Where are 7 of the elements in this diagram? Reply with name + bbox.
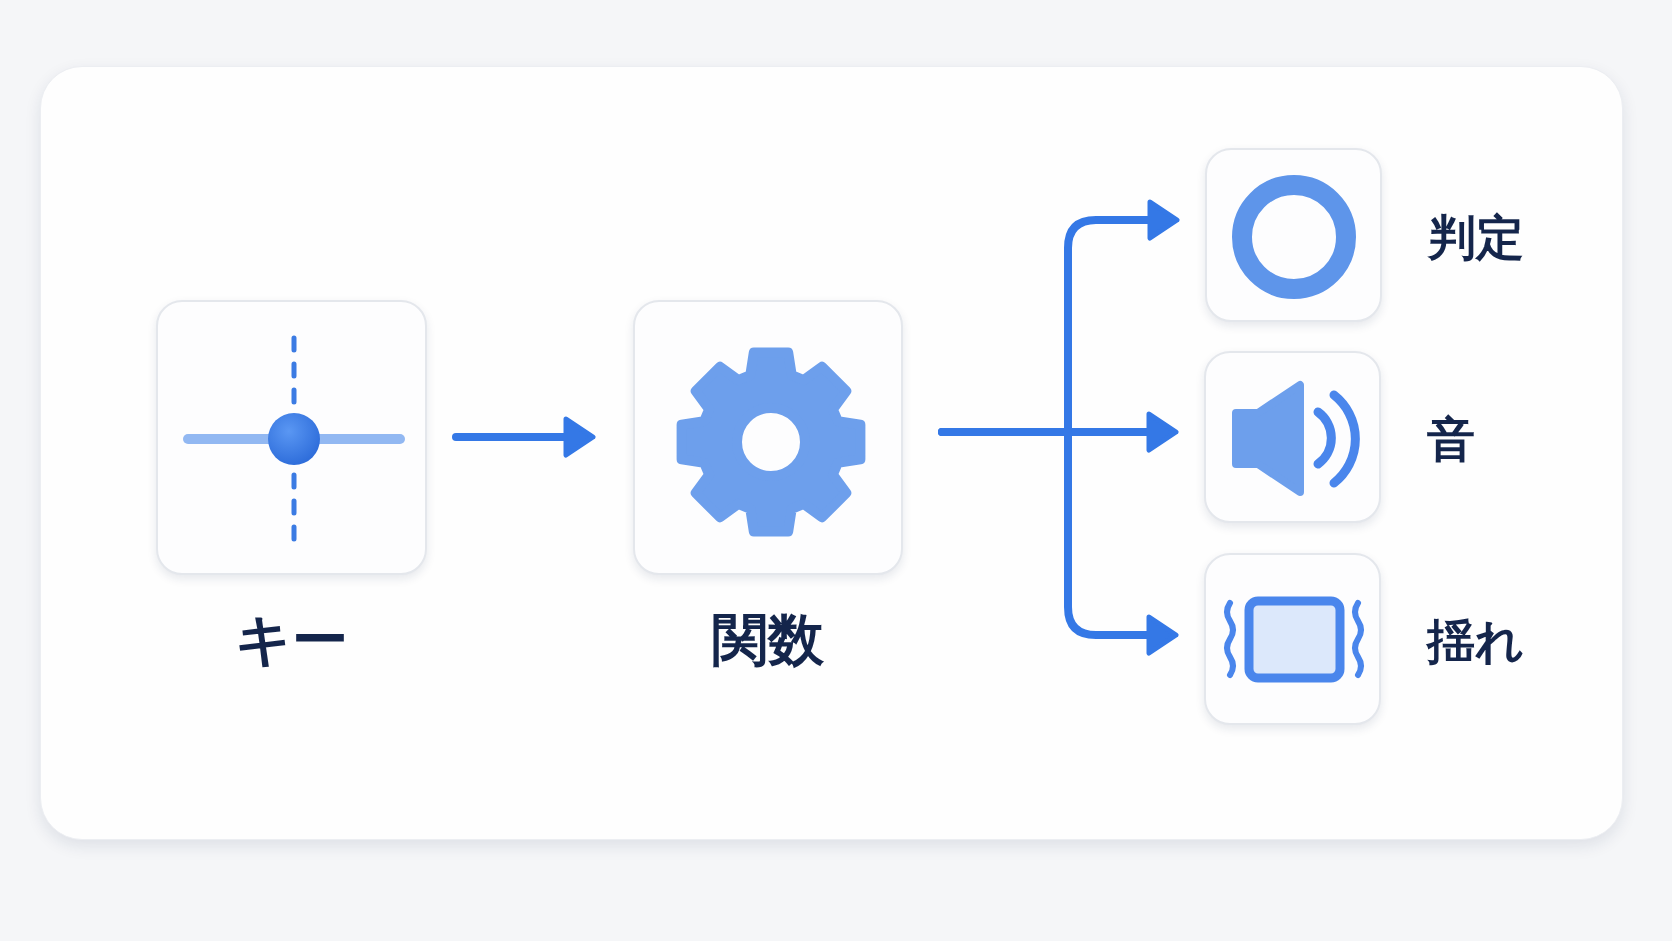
arrow — [452, 416, 596, 458]
node-label: 揺れ — [1427, 614, 1524, 670]
node-label: キー — [235, 608, 348, 673]
arrow — [938, 428, 1179, 656]
node-label: 判定 — [1428, 210, 1524, 266]
node-label: 音 — [1427, 412, 1475, 468]
node-label: 関数 — [712, 608, 824, 673]
